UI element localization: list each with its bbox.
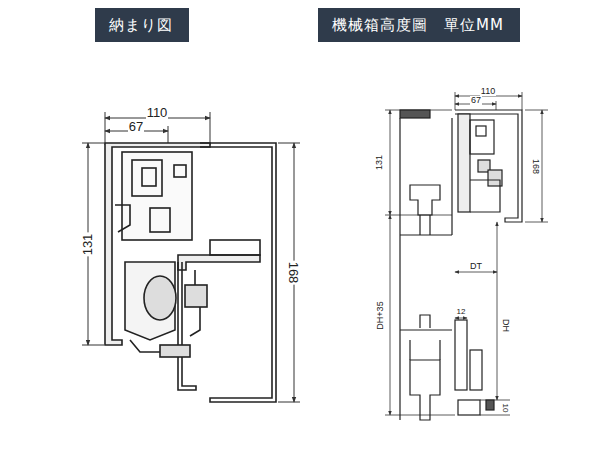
dimension-label: DT [469,262,483,271]
dimension-label: 131 [81,232,94,256]
dimension-label: 12 [456,308,467,316]
dimension-label: 168 [287,260,300,284]
dimension-label: 67 [128,120,144,133]
title-band: 納まり図 [95,8,189,42]
dimension-label: 131 [376,153,385,170]
dimension-label: DH+35 [375,300,384,330]
dimension-label: 110 [480,87,496,96]
title-band: 機械箱高度圖 單位MM [318,8,520,42]
title-text: 納まり図 [109,16,173,34]
dimension-label: 10 [501,403,509,414]
dimension-label: DH [501,318,510,333]
dimension-label: 67 [470,96,482,105]
dimension-label: 110 [146,106,169,119]
dimension-label: 168 [532,157,541,174]
title-text: 機械箱高度圖 單位MM [332,16,504,34]
